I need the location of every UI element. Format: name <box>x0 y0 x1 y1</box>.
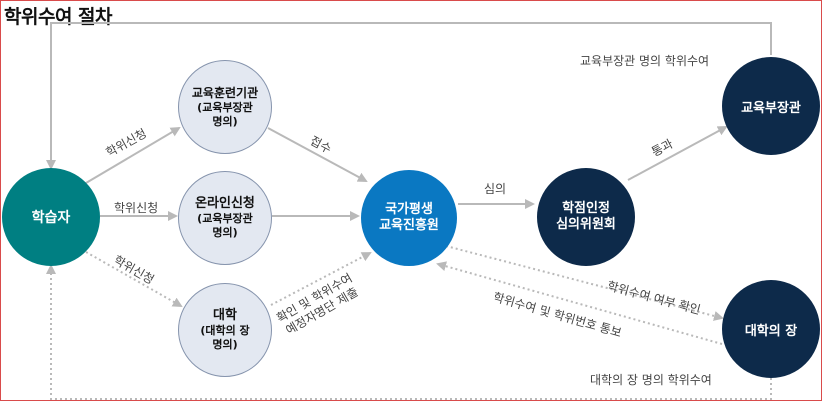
online-sub1: (교육부장관 <box>197 212 253 226</box>
arrow-training-to-nile <box>267 127 368 182</box>
arrow-university-to-nile <box>270 252 372 306</box>
arrow-president-to-learner <box>46 264 772 400</box>
training-sub1: (교육부장관 <box>197 100 253 114</box>
president-label: 대학의 장 <box>744 323 798 339</box>
committee-line2: 심의위원회 <box>556 217 616 232</box>
label-apply-mid: 학위신청 <box>114 201 159 215</box>
learner-label: 학습자 <box>31 210 71 226</box>
label-review: 심의 <box>484 182 507 196</box>
label-minister-award: 교육부장관 명의 학위수여 <box>580 54 710 68</box>
nile-node: 국가평생 교육진흥원 <box>361 170 457 266</box>
training-node: 교육훈련기관 (교육부장관 명의) <box>178 60 272 154</box>
university-sub1: (대학의 장 <box>200 324 250 338</box>
training-name: 교육훈련기관 <box>191 85 259 100</box>
training-sub2: 명의) <box>212 114 238 128</box>
arrow-committee-to-minister <box>627 126 728 181</box>
arrow-minister-to-learner <box>46 22 772 170</box>
university-name: 대학 <box>213 308 237 324</box>
label-president-award: 대학의 장 명의 학위수여 <box>590 373 712 387</box>
online-sub2: 명의) <box>212 226 238 240</box>
president-node: 대학의 장 <box>722 280 820 378</box>
online-name: 온라인신청 <box>195 196 255 212</box>
university-sub2: 명의) <box>212 338 238 352</box>
nile-line2: 교육진흥원 <box>379 218 439 233</box>
arrow-learner-to-university <box>85 251 183 307</box>
online-node: 온라인신청 (교육부장관 명의) <box>178 171 272 265</box>
minister-label: 교육부장관 <box>741 100 801 116</box>
minister-node: 교육부장관 <box>722 57 820 155</box>
nile-line1: 국가평생 <box>385 201 433 217</box>
learner-node: 학습자 <box>2 168 100 266</box>
arrow-president-to-nile <box>436 261 723 345</box>
committee-line1: 학점인정 <box>562 200 610 216</box>
university-node: 대학 (대학의 장 명의) <box>178 283 272 377</box>
committee-node: 학점인정 심의위원회 <box>537 168 635 266</box>
arrow-learner-to-training <box>85 126 181 184</box>
